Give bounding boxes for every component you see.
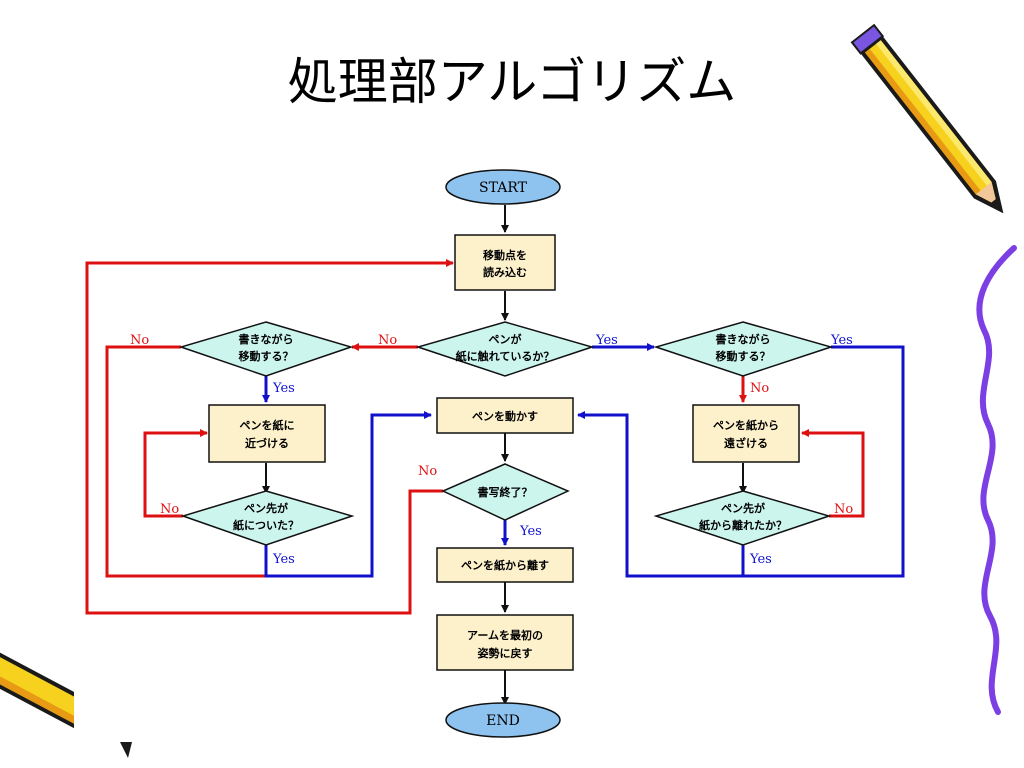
label-no-left-touched: No (160, 502, 179, 517)
slide-title: 処理部アルゴリズム (287, 53, 737, 111)
left-writing-line1: 書きながら (239, 332, 294, 346)
label-yes-done: Yes (519, 524, 542, 539)
touching-line2: 紙に触れているか？ (456, 349, 555, 363)
arm-home-line2: 姿勢に戻す (478, 646, 533, 660)
move-pen-box: ペンを動かす (436, 397, 574, 434)
label-yes-left-touched: Yes (272, 552, 295, 567)
left-touched-line2: 紙についた？ (233, 518, 299, 532)
label-no-right-left: No (834, 502, 853, 517)
pencil-icon (850, 23, 1004, 214)
label-no-touching: No (378, 333, 397, 348)
pencil-icon (0, 649, 101, 735)
pen-away-box: ペンを紙から 遠ざける (692, 404, 800, 463)
read-points-line2: 読み込む (483, 265, 527, 279)
arm-home-line1: アームを最初の (467, 628, 543, 642)
done-decision: 書写終了？ (441, 463, 570, 521)
pen-near-line1: ペンを紙に (240, 418, 295, 432)
connectors-main (262, 205, 747, 705)
move-pen-label: ペンを動かす (472, 409, 538, 423)
touching-line1: ペンが (489, 332, 522, 346)
end-terminal: END (445, 702, 561, 738)
pen-away-line2: 遠ざける (724, 436, 768, 450)
left-touched-line1: ペン先が (244, 501, 288, 515)
left-writing-line2: 移動する？ (239, 349, 294, 363)
label-no-done: No (418, 464, 437, 479)
pen-near-line2: 近づける (245, 436, 289, 450)
label-yes-left-writing: Yes (272, 381, 295, 396)
done-label: 書写終了？ (478, 485, 533, 499)
lift-pen-box: ペンを紙から離す (436, 547, 574, 583)
start-terminal: START (445, 169, 561, 205)
label-no-far-left: No (130, 333, 149, 348)
left-touched-decision: ペン先が 紙についた？ (180, 490, 355, 546)
right-writing-line2: 移動する？ (716, 349, 771, 363)
label-yes-right-left: Yes (749, 552, 772, 567)
end-label: END (486, 713, 520, 729)
right-left-line1: ペン先が (721, 501, 765, 515)
pencil-tip-fragment (120, 742, 132, 758)
label-yes-touching: Yes (595, 333, 618, 348)
right-writing-decision: 書きながら 移動する？ (653, 321, 834, 377)
arm-home-box: アームを最初の 姿勢に戻す (436, 614, 574, 671)
touching-decision: ペンが 紙に触れているか？ (415, 321, 595, 377)
read-points-line1: 移動点を (483, 248, 527, 262)
left-writing-decision: 書きながら 移動する？ (178, 321, 354, 377)
right-left-decision: ペン先が 紙から離れたか？ (653, 490, 832, 546)
pen-away-line1: ペンを紙から (713, 418, 779, 432)
right-writing-line1: 書きながら (716, 332, 771, 346)
right-left-line2: 紙から離れたか？ (699, 518, 787, 532)
pen-near-box: ペンを紙に 近づける (208, 404, 326, 463)
read-points-box: 移動点を 読み込む (454, 234, 556, 291)
squiggle-line (976, 245, 1017, 715)
label-no-right-writing: No (750, 381, 769, 396)
connectors-yes (262, 343, 905, 578)
label-yes-right-writing: Yes (830, 333, 853, 348)
start-label: START (479, 180, 528, 196)
lift-pen-label: ペンを紙から離す (461, 558, 549, 572)
